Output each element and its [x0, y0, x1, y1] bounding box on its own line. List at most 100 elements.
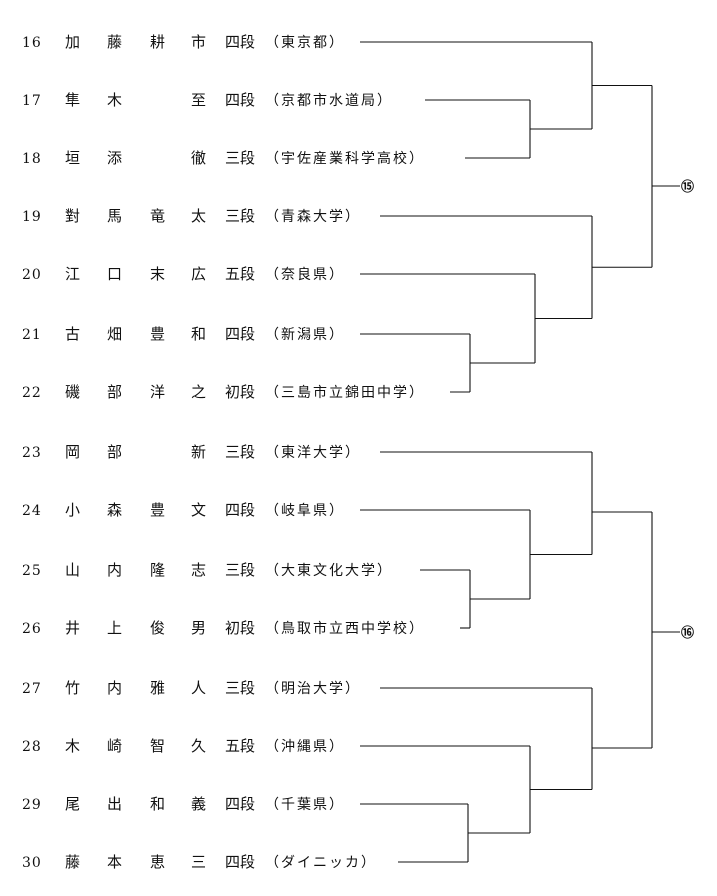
player-affiliation: （沖縄県） [265, 739, 345, 755]
player-name-char: 岡 [65, 443, 80, 461]
player-name-char: 崎 [107, 737, 122, 755]
player-name-char: 新 [191, 443, 206, 461]
player-rank: 四段 [225, 33, 255, 51]
player-name-char: 文 [191, 501, 206, 519]
player-affiliation: （宇佐産業科学高校） [265, 150, 425, 167]
player-rank: 三段 [225, 679, 255, 697]
player-name-char: 男 [191, 619, 206, 637]
player-name-char: 末 [150, 265, 165, 283]
player-affiliation: （京都市水道局） [265, 92, 393, 109]
entry-number: 25 [22, 563, 42, 579]
entry-number: 24 [22, 503, 42, 519]
player-rank: 初段 [225, 619, 255, 637]
player-name-char: 井 [65, 619, 80, 637]
player-affiliation: （青森大学） [265, 209, 361, 225]
player-name-char: 竜 [150, 207, 165, 225]
player-name-char: 藤 [107, 33, 122, 51]
player-affiliation: （東京都） [265, 35, 345, 51]
player-name-char: 耕 [150, 33, 165, 51]
player-affiliation: （東洋大学） [265, 445, 361, 461]
player-name-char: 市 [191, 33, 206, 51]
player-name-char: 内 [107, 679, 122, 697]
player-rank: 四段 [225, 501, 255, 519]
player-name-char: 和 [150, 795, 165, 813]
player-name-char: 部 [107, 443, 122, 461]
player-name-char: 對 [65, 207, 80, 225]
entry-number: 17 [22, 93, 42, 109]
player-name-char: 磯 [65, 383, 80, 401]
bracket-label-16: ⑯ [681, 625, 694, 641]
player-name-char: 出 [107, 795, 122, 813]
player-name-char: 隼 [65, 91, 80, 109]
player-name-char: 上 [107, 619, 122, 637]
entry-number: 16 [22, 35, 42, 51]
entry-number: 22 [22, 385, 42, 401]
player-rank: 四段 [225, 91, 255, 109]
player-rank: 四段 [225, 853, 255, 871]
player-name-char: 至 [191, 91, 206, 109]
entry-number: 26 [22, 621, 42, 637]
player-rank: 初段 [225, 383, 255, 401]
entry-number: 20 [22, 267, 42, 283]
player-affiliation: （岐阜県） [265, 502, 345, 519]
entry-number: 28 [22, 739, 42, 755]
player-name-char: 豊 [150, 325, 165, 343]
entry-number: 30 [22, 855, 42, 871]
entry-number: 23 [22, 445, 42, 461]
player-affiliation: （鳥取市立西中学校） [265, 620, 425, 637]
player-name-char: 木 [107, 91, 122, 109]
player-name-char: 志 [191, 561, 206, 579]
player-name-char: 徹 [191, 149, 206, 167]
player-name-char: 久 [191, 737, 206, 755]
player-name-char: 太 [191, 207, 206, 225]
player-name-char: 和 [191, 325, 206, 343]
player-affiliation: （奈良県） [265, 267, 345, 283]
player-name-char: 隆 [150, 561, 165, 579]
player-name-char: 内 [107, 561, 122, 579]
player-name-char: 藤 [65, 853, 80, 871]
player-name-char: 馬 [107, 207, 122, 225]
player-name-char: 加 [65, 33, 80, 51]
entry-number: 18 [22, 151, 42, 167]
player-name-char: 三 [191, 853, 206, 871]
player-name-char: 洋 [150, 383, 165, 401]
player-name-char: 小 [65, 501, 80, 519]
player-name-char: 部 [107, 383, 122, 401]
entry-number: 27 [22, 681, 42, 697]
player-name-char: 口 [107, 265, 122, 283]
player-rank: 三段 [225, 207, 255, 225]
player-name-char: 添 [107, 149, 122, 167]
player-name-char: 山 [65, 561, 80, 579]
player-name-char: 古 [65, 325, 80, 343]
player-name-char: 人 [191, 679, 206, 697]
player-rank: 三段 [225, 149, 255, 167]
player-name-char: 竹 [65, 679, 80, 697]
player-name-char: 俊 [150, 619, 165, 637]
player-name-char: 江 [65, 265, 80, 283]
player-affiliation: （明治大学） [265, 681, 361, 697]
player-rank: 四段 [225, 325, 255, 343]
player-affiliation: （三島市立錦田中学） [265, 384, 425, 401]
player-rank: 五段 [225, 737, 255, 755]
player-name-char: 森 [107, 501, 122, 519]
player-rank: 三段 [225, 561, 255, 579]
entry-number: 29 [22, 797, 42, 813]
entry-number: 19 [22, 209, 42, 225]
player-name-char: 本 [107, 853, 122, 871]
player-name-char: 畑 [107, 325, 122, 343]
player-rank: 五段 [225, 265, 255, 283]
player-rank: 三段 [225, 443, 255, 461]
player-rank: 四段 [225, 795, 255, 813]
player-name-char: 広 [191, 265, 206, 283]
player-name-char: 豊 [150, 501, 165, 519]
player-affiliation: （ダイニッカ） [265, 855, 377, 871]
player-name-char: 雅 [150, 679, 165, 697]
player-name-char: 尾 [65, 795, 80, 813]
player-affiliation: （千葉県） [265, 797, 345, 813]
player-name-char: 之 [191, 383, 206, 401]
player-name-char: 垣 [65, 149, 80, 167]
player-name-char: 義 [191, 795, 206, 813]
player-name-char: 智 [150, 737, 165, 755]
entry-number: 21 [22, 327, 42, 343]
player-affiliation: （大東文化大学） [265, 563, 393, 579]
